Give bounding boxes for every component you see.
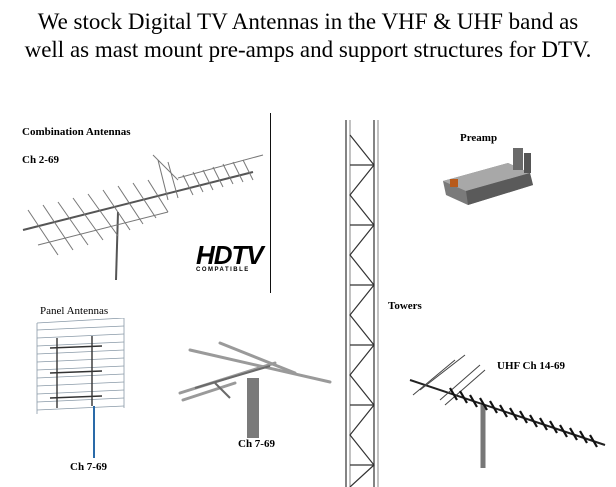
combination-channels-label: Ch 2-69 [22, 154, 59, 166]
preamp-label: Preamp [460, 132, 498, 144]
yagi-channels-label: Ch 7-69 [238, 438, 275, 450]
headline-line-2: well as mast mount pre-amps and support … [24, 37, 592, 62]
vhf-yagi-image [178, 341, 332, 438]
section-divider [270, 113, 271, 293]
headline-line-1: We stock Digital TV Antennas in the VHF … [37, 9, 579, 34]
hdtv-logo-caption: COMPATIBLE [196, 267, 250, 273]
uhf-label: UHF Ch 14-69 [497, 360, 566, 372]
panel-antennas-label: Panel Antennas [40, 305, 109, 317]
preamp-image [443, 148, 533, 205]
panel-channels-label: Ch 7-69 [70, 461, 107, 473]
combination-antenna-image [22, 154, 264, 281]
panel-antenna-image [36, 318, 125, 458]
towers-label: Towers [388, 300, 422, 312]
hdtv-logo: HDTV COMPATIBLE [196, 240, 264, 273]
tower-image [345, 120, 379, 487]
uhf-antenna-image [409, 354, 606, 468]
combination-antennas-label: Combination Antennas [22, 126, 131, 138]
hdtv-logo-mark: HDTV [196, 240, 264, 270]
page-headline: We stock Digital TV Antennas in the VHF … [0, 8, 616, 64]
